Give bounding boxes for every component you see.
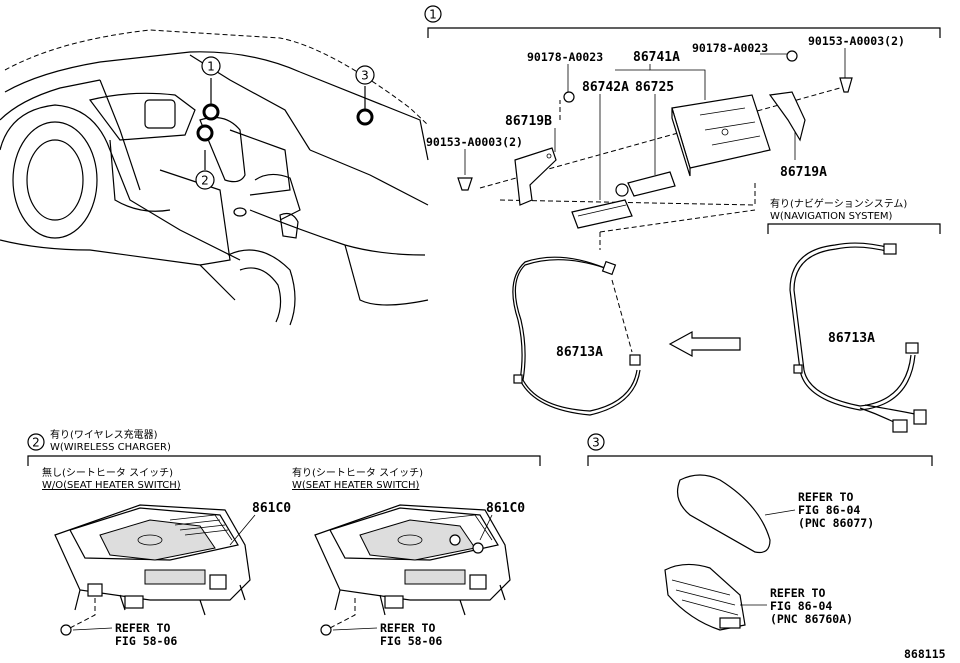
callout-2-label: 2 [201,174,209,188]
noseat-condition-en: W/O(SEAT HEATER SWITCH) [42,480,181,491]
part-90178-A0023-right: 90178-A0023 [692,41,768,55]
group-1-number: 1 [429,8,437,22]
part-86713A-right: 86713A [828,331,875,346]
part-90178-A0023-left: 90178-A0023 [527,50,603,64]
shark-fin-antenna [677,474,771,554]
cable-86713A-left [512,256,641,416]
part-90153-A0003-left: 90153-A0003(2) [426,135,523,149]
part-86713A-left: 86713A [556,345,603,360]
arrow-icon [668,330,741,358]
group-1: 1 90178-A0023 86741A 90178-A0023 90153-A… [424,5,941,250]
group-3: 3 REFER TO FIG 86-04 (PNC 86077) REFER T… [587,433,933,631]
figure-number: 868115 [904,647,946,661]
part-86725: 86725 [635,80,674,95]
group-3-number: 3 [592,436,600,450]
wireless-condition-jp: 有り(ワイヤレス充電器) [50,428,158,441]
nav-condition-en: W(NAVIGATION SYSTEM) [770,211,893,222]
seat-condition-jp: 有り(シートヒータ スイッチ) [292,466,423,479]
console-without-seat-heater [54,504,251,616]
callout-3-label: 3 [361,69,369,83]
refer-58-06-left-line1: REFER TO [115,621,170,635]
callout-3-bubble [355,65,375,85]
part-86742A: 86742A [582,80,629,95]
part-90153-A0003-right: 90153-A0003(2) [808,34,905,48]
group-3-bubble [587,433,605,451]
cables: 86713A 有り(ナビゲーションシステム) W(NAVIGATION SYST… [512,197,941,433]
part-86741A: 86741A [633,50,680,65]
callout-1-bubble [201,56,221,76]
refer-58-06-right-line1: REFER TO [380,621,435,635]
console-with-seat-heater [314,504,511,616]
refer-86-04-b-line1: REFER TO [770,586,825,600]
noseat-condition-jp: 無し(シートヒータ スイッチ) [42,466,173,479]
callout-1-label: 1 [207,60,215,74]
refer-58-06-right-line2: FIG 58-06 [380,634,442,648]
refer-86-04-b-line3: (PNC 86760A) [770,612,853,626]
part-86719A: 86719A [780,165,827,180]
part-861C0-right: 861C0 [486,501,525,516]
group-2-bubble [27,433,45,451]
group-1-bubble [424,5,442,23]
group-2: 2 有り(ワイヤレス充電器) W(WIRELESS CHARGER) 無し(シー… [27,428,541,648]
refer-58-06-left-line2: FIG 58-06 [115,634,177,648]
refer-86-04-a-line3: (PNC 86077) [798,516,874,530]
group-1-bracket [427,27,941,38]
seat-condition-en: W(SEAT HEATER SWITCH) [292,480,419,491]
refer-86-04-a-line2: FIG 86-04 [798,503,860,517]
part-861C0-left: 861C0 [252,501,291,516]
wireless-condition-en: W(WIRELESS CHARGER) [50,442,171,453]
cable-86713A-right [789,242,916,411]
callout-2-bubble [195,170,215,190]
nav-condition-jp: 有り(ナビゲーションシステム) [770,197,907,210]
refer-86-04-a-line1: REFER TO [798,490,853,504]
part-86719B: 86719B [505,114,552,129]
group-2-number: 2 [32,436,40,450]
car-illustration: 1 2 3 [0,29,429,326]
refer-86-04-b-line2: FIG 86-04 [770,599,832,613]
